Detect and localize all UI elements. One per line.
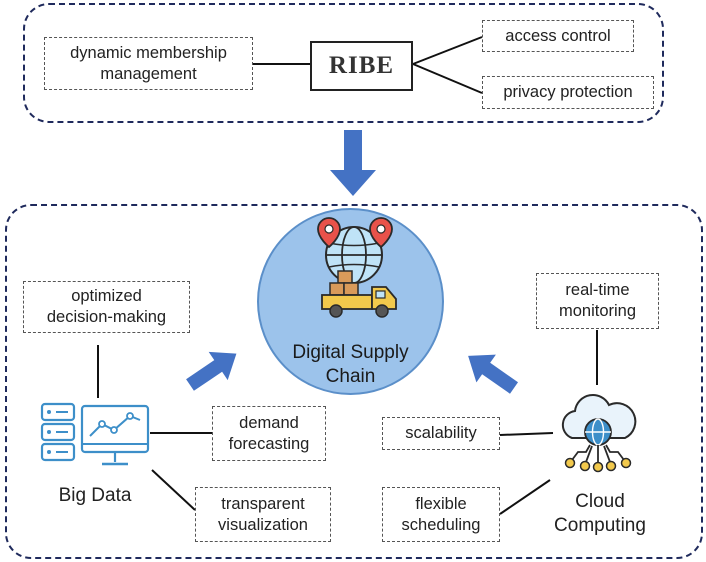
dynamic-membership-line2: management xyxy=(100,64,197,83)
flexible-scheduling-box: flexible scheduling xyxy=(382,487,500,542)
big-data-icon xyxy=(40,402,150,466)
dynamic-membership-line1: dynamic membership xyxy=(70,43,227,62)
digital-supply-chain-line1: Digital Supply xyxy=(292,342,409,363)
dynamic-membership-box: dynamic membership management xyxy=(44,37,253,90)
access-control-box: access control xyxy=(482,20,634,52)
ribe-privacy-connector xyxy=(412,63,483,94)
cloud-line1: Cloud xyxy=(575,491,625,512)
transparent-line1: transparent xyxy=(221,494,305,513)
supply-chain-frame xyxy=(5,204,703,559)
real-time-monitoring-box: real-time monitoring xyxy=(536,273,659,329)
cloud-arrow xyxy=(468,354,519,394)
digital-supply-chain-line2: Chain xyxy=(325,366,376,387)
big-data-label: Big Data xyxy=(58,485,132,506)
ribe-title: RIBE xyxy=(328,52,395,79)
realtime-line2: monitoring xyxy=(558,302,637,320)
cloud-line2: Computing xyxy=(554,515,646,536)
scalability-box: scalability xyxy=(382,417,500,450)
ribe-frame xyxy=(23,3,664,123)
realtime-line1: real-time xyxy=(565,281,630,299)
optimized-line1: optimized xyxy=(71,287,142,305)
supply-chain-icon xyxy=(317,217,397,318)
flexible-line2: scheduling xyxy=(401,515,481,534)
ribe-access-connector xyxy=(412,36,483,65)
scalability-label: scalability xyxy=(405,424,477,442)
flexible-line1: flexible xyxy=(415,494,467,513)
down-arrow xyxy=(330,130,376,196)
transparent-visualization-box: transparent visualization xyxy=(195,487,331,542)
flexible-connector xyxy=(499,479,551,515)
ribe-box: RIBE xyxy=(310,41,413,91)
scalability-connector xyxy=(499,432,554,436)
access-control-label: access control xyxy=(505,26,611,45)
cloud-computing-label: Cloud Computing xyxy=(540,490,660,538)
transparent-connector xyxy=(151,469,196,511)
transparent-line2: visualization xyxy=(218,515,308,534)
privacy-protection-box: privacy protection xyxy=(482,76,654,109)
demand-line1: demand xyxy=(239,413,299,432)
cloud-computing-icon xyxy=(561,394,637,473)
demand-line2: forecasting xyxy=(228,434,310,453)
demand-forecasting-box: demand forecasting xyxy=(212,406,326,461)
optimized-line2: decision-making xyxy=(46,308,167,326)
big-data-arrow xyxy=(186,351,237,391)
optimized-decision-box: optimized decision-making xyxy=(23,281,190,333)
digital-supply-chain-label: Digital Supply Chain xyxy=(257,341,444,389)
privacy-protection-label: privacy protection xyxy=(503,83,633,101)
